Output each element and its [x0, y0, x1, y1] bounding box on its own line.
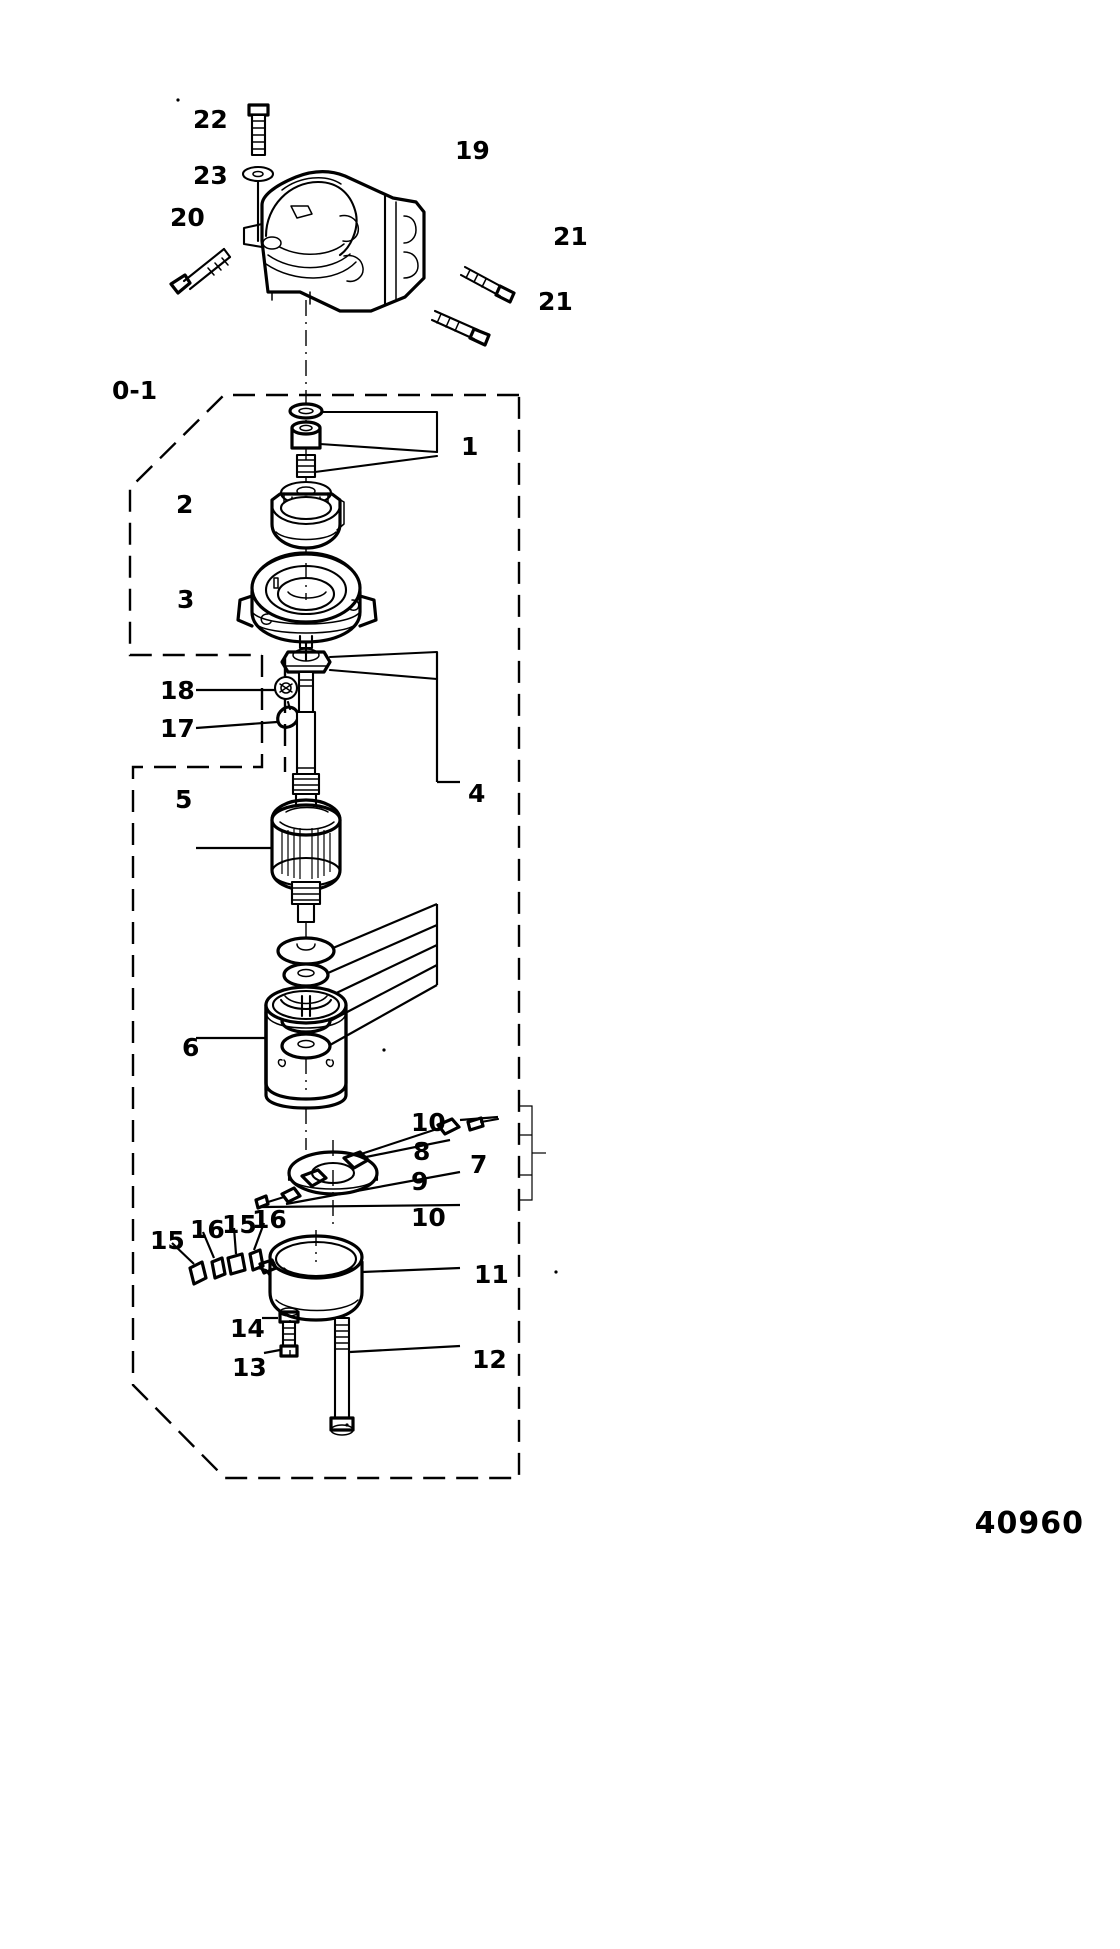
- callout-1: 1: [461, 432, 479, 461]
- part-12-through-bolt: [329, 1316, 461, 1436]
- callout-17: 17: [160, 714, 195, 743]
- callout-22: 22: [193, 105, 228, 134]
- callout-20: 20: [170, 203, 205, 232]
- callout-15-right: 15: [222, 1210, 257, 1239]
- part-5-armature: [196, 670, 342, 940]
- callout-19: 19: [455, 136, 490, 165]
- washers-15-16: [171, 1222, 266, 1286]
- callout-5: 5: [175, 785, 193, 814]
- callout-21-lower: 21: [538, 287, 573, 316]
- part-6-field-frame: [196, 985, 348, 1150]
- callout-11: 11: [474, 1260, 509, 1289]
- part-8-brush-plate: [254, 1105, 546, 1427]
- callout-15-left: 15: [150, 1226, 185, 1255]
- starter-bracket-19: [241, 103, 426, 428]
- bolt-20: [169, 247, 232, 295]
- part-2-drive-pinion: [270, 480, 345, 562]
- callout-16-right: 16: [252, 1205, 287, 1234]
- callout-23: 23: [193, 161, 228, 190]
- callout-14: 14: [230, 1314, 265, 1343]
- part-4-bracket: [435, 652, 460, 784]
- callout-8: 8: [413, 1137, 431, 1166]
- part-11-end-cap: [256, 1230, 461, 1356]
- callout-18: 18: [160, 676, 195, 705]
- part-1-fasteners: [288, 402, 439, 500]
- callout-16-left: 16: [190, 1215, 225, 1244]
- callout-21-upper: 21: [553, 222, 588, 251]
- callout-13: 13: [232, 1353, 267, 1382]
- part-3-end-cap-drive: [236, 551, 378, 662]
- part-18-nut: [196, 675, 299, 701]
- callout-10-lower: 10: [411, 1203, 446, 1232]
- screw-13-nut-14: [262, 1307, 300, 1358]
- bolt-21-lower: [430, 309, 491, 347]
- callout-10-upper: 10: [411, 1108, 446, 1137]
- callout-9: 9: [411, 1167, 429, 1196]
- callout-3: 3: [177, 585, 195, 614]
- callout-12: 12: [472, 1345, 507, 1374]
- stray-marks: [176, 98, 558, 1274]
- callout-7: 7: [470, 1150, 488, 1179]
- bolt-21-upper: [459, 265, 516, 304]
- assembly-boundary-upper: [128, 393, 519, 657]
- assembly-boundary-lower: [131, 395, 521, 1480]
- group-label-0-1: 0-1: [112, 376, 158, 405]
- callout-4: 4: [468, 779, 486, 808]
- drawing-number: 40960: [974, 1506, 1084, 1541]
- part-17-terminal: [195, 700, 300, 730]
- callout-6: 6: [182, 1033, 200, 1062]
- callout-2: 2: [176, 490, 194, 519]
- shaft-nut: [280, 648, 439, 681]
